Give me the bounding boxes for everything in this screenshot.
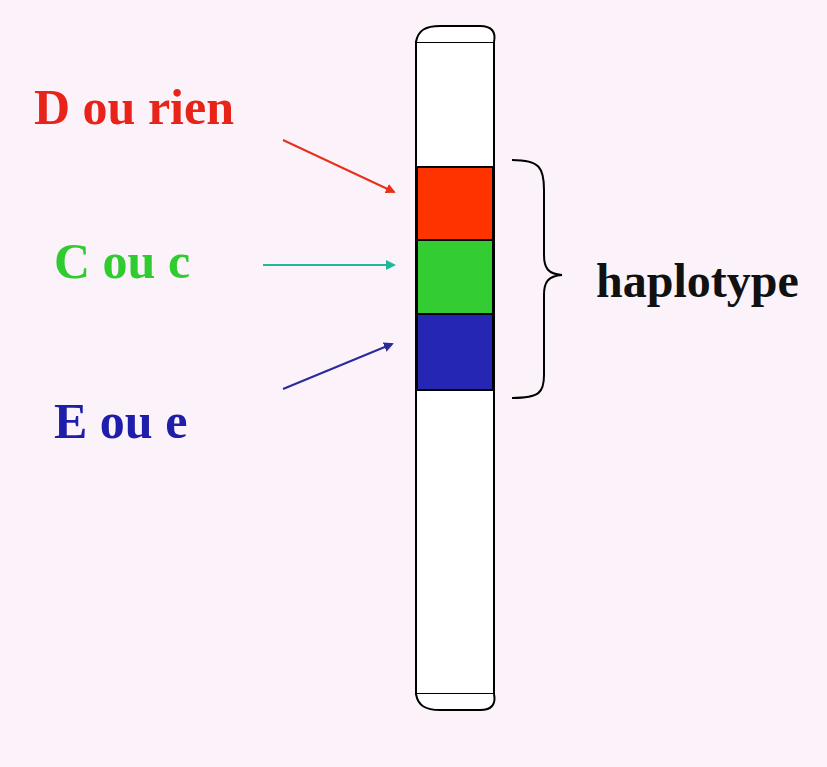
e-label: E ou e	[54, 396, 187, 446]
leader-arrow	[283, 344, 392, 389]
d-band	[417, 167, 493, 240]
c-band	[417, 240, 493, 314]
leader-arrow	[283, 140, 394, 192]
chromosome	[416, 42, 494, 694]
haplotype-label: haplotype	[596, 257, 799, 305]
chromosome-cap	[416, 694, 494, 710]
e-band	[417, 314, 493, 390]
bracket	[512, 160, 562, 398]
chromosome-cap	[416, 26, 494, 42]
d-label: D ou rien	[34, 82, 234, 132]
leader-arrow	[263, 264, 394, 266]
c-label: C ou c	[54, 236, 190, 286]
